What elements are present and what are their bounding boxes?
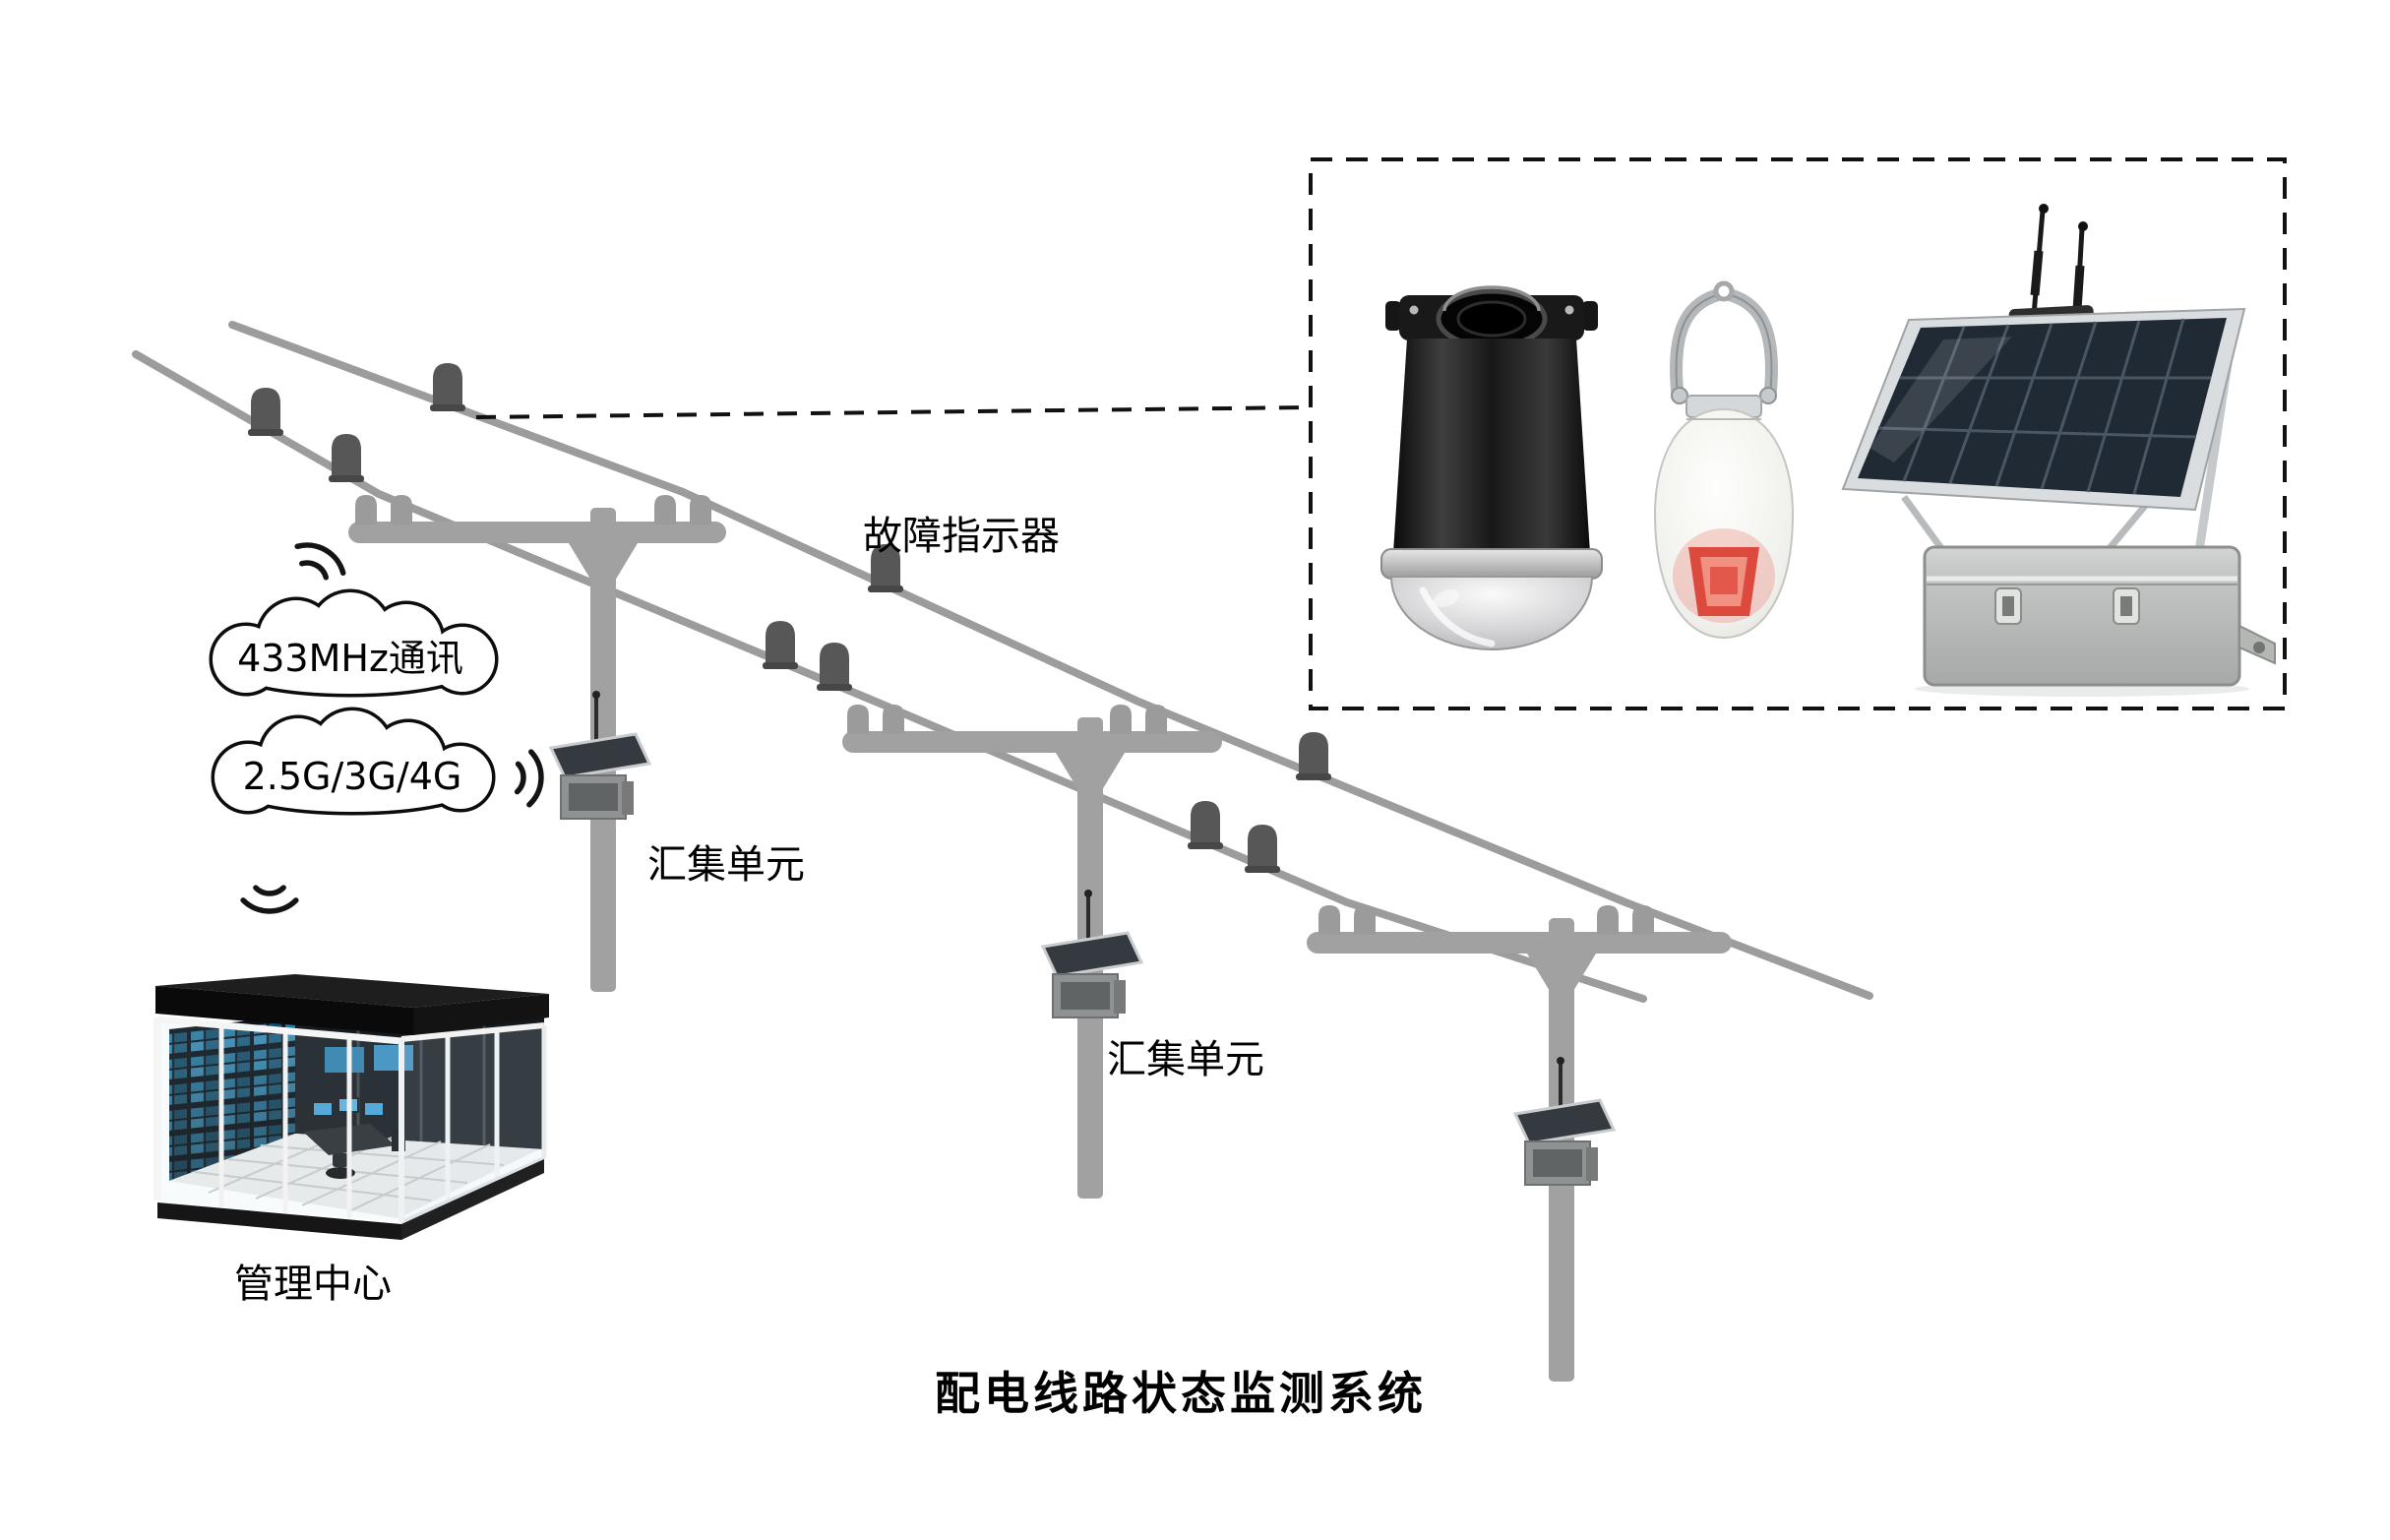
fault-indicator-device	[763, 621, 798, 669]
insulator	[1354, 905, 1376, 935]
insulator	[391, 495, 412, 524]
cloud-fill	[214, 710, 492, 812]
utility-pole-3	[1307, 905, 1732, 1382]
fault-indicator-device	[817, 643, 852, 691]
solar-cell-grid	[1877, 318, 2211, 495]
management-center-illustration	[153, 974, 549, 1240]
fault-indicator-device	[329, 434, 364, 482]
signal-waves-icon	[504, 752, 554, 807]
cloud-433mhz-label: 433MHz通讯	[237, 637, 463, 680]
room-front-glass-wall	[153, 1016, 404, 1222]
room-plinth-right	[401, 1159, 544, 1240]
fault-indicator-device	[1188, 801, 1223, 849]
insulator	[1110, 705, 1132, 734]
product-solar-collection-unit	[1841, 204, 2276, 697]
room-right-glass-wall	[400, 1022, 547, 1224]
insulator	[690, 495, 711, 524]
insulator	[654, 495, 676, 524]
insulator	[1597, 905, 1619, 935]
cloud-433mhz: 433MHz通讯	[209, 588, 499, 698]
insulator	[1318, 905, 1340, 935]
label-management-center: 管理中心	[234, 1262, 392, 1307]
label-fault-indicator: 故障指示器	[863, 514, 1060, 559]
cloud-fill	[213, 592, 495, 694]
pole-gusset	[1056, 753, 1125, 810]
pole-gusset	[1527, 954, 1596, 1011]
insulator	[847, 705, 869, 734]
pole-crossarm	[1307, 932, 1732, 954]
signal-waves-icon	[241, 874, 297, 925]
inset-dashed-border	[1309, 157, 2287, 710]
fault-indicator-device	[430, 363, 465, 411]
insulator	[1632, 905, 1654, 935]
signal-waves-icon	[297, 545, 343, 578]
cloud-cellular: 2.5G/3G/4G	[211, 707, 496, 816]
utility-pole-2	[842, 705, 1222, 1199]
label-collection-unit-2: 汇集单元	[1107, 1037, 1264, 1082]
page-title: 配电线路状态监测系统	[935, 1367, 1427, 1420]
cloud-cellular-label: 2.5G/3G/4G	[243, 755, 462, 798]
pole-gusset	[569, 543, 638, 600]
room-ceiling	[155, 974, 549, 1035]
inset-connector-line	[475, 405, 1312, 419]
room-plinth-front	[157, 1202, 401, 1240]
insulator	[883, 705, 904, 734]
fault-indicator-device	[1245, 825, 1280, 873]
label-collection-unit-1: 汇集单元	[647, 842, 805, 888]
inset-panel	[475, 157, 2287, 710]
fault-indicator-device	[248, 388, 283, 436]
insulator	[355, 495, 377, 524]
product-fault-indicator-black	[1380, 285, 1603, 650]
pole-crossarm	[842, 731, 1222, 753]
insulator	[1145, 705, 1167, 734]
fault-indicator-device	[1296, 732, 1331, 780]
product-fault-indicator-white	[1653, 280, 1795, 640]
pole-crossarm	[348, 522, 726, 543]
